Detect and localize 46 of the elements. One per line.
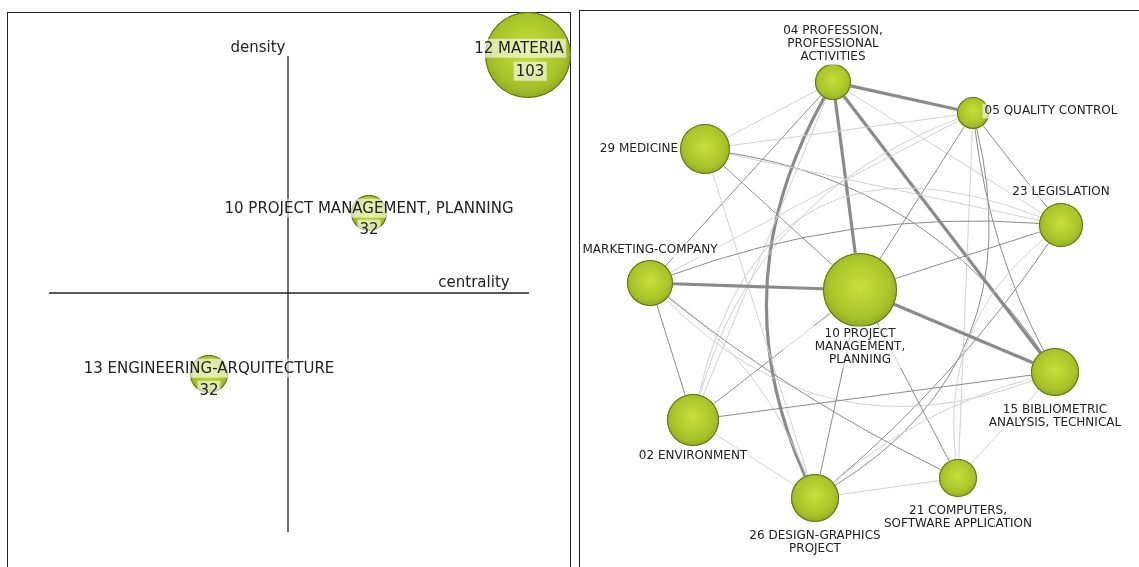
axis-label: density [228,37,288,57]
co-occurrence-link [714,433,796,486]
co-occurrence-link [656,304,686,396]
co-occurrence-link [668,296,807,477]
co-occurrence-link [765,96,826,477]
co-occurrence-link [879,126,965,260]
co-occurrence-link [669,119,960,273]
co-occurrence-link [667,296,942,471]
co-occurrence-link [712,172,809,476]
co-occurrence-link [698,187,1041,396]
co-occurrence-link [894,231,1041,280]
co-occurrence-link [699,118,959,396]
co-occurrence-link [718,374,1032,418]
co-occurrence-link [958,128,973,460]
co-occurrence-link [665,298,1034,407]
co-occurrence-link [842,95,1042,354]
theme-label: 12 MATERIA [472,38,566,58]
co-occurrence-link [970,389,1040,465]
co-occurrence-link [726,89,818,138]
co-occurrence-link [982,125,1048,209]
theme-label: MARKETING-COMPANY [580,242,720,258]
co-occurrence-link [876,322,950,462]
co-occurrence-link [729,152,1043,353]
co-occurrence-link [834,128,990,486]
co-occurrence-link [847,91,1043,214]
theme-label: 05 QUALITY CONTROL [982,103,1120,119]
co-occurrence-link [833,99,857,254]
axis-label: centrality [436,272,512,292]
co-occurrence-link [974,128,1045,352]
co-occurrence-link [850,84,958,112]
co-occurrence-link [728,153,1040,221]
co-occurrence-link [832,242,1050,483]
co-occurrence-link [729,114,958,147]
co-occurrence-link [665,94,822,267]
document-count: 103 [513,61,547,81]
co-occurrence-link [702,98,827,397]
co-occurrence-link [819,325,853,476]
theme-label: 23 LEGISLATION [1010,184,1112,200]
co-occurrence-link [713,312,832,405]
co-occurrence-link [672,282,824,291]
co-occurrence-link [953,238,1045,460]
co-occurrence-link [832,377,1033,483]
co-occurrence-link [671,220,1040,276]
co-occurrence-link [893,302,1034,365]
co-occurrence-link [723,165,834,266]
co-occurrence-link [838,480,940,496]
